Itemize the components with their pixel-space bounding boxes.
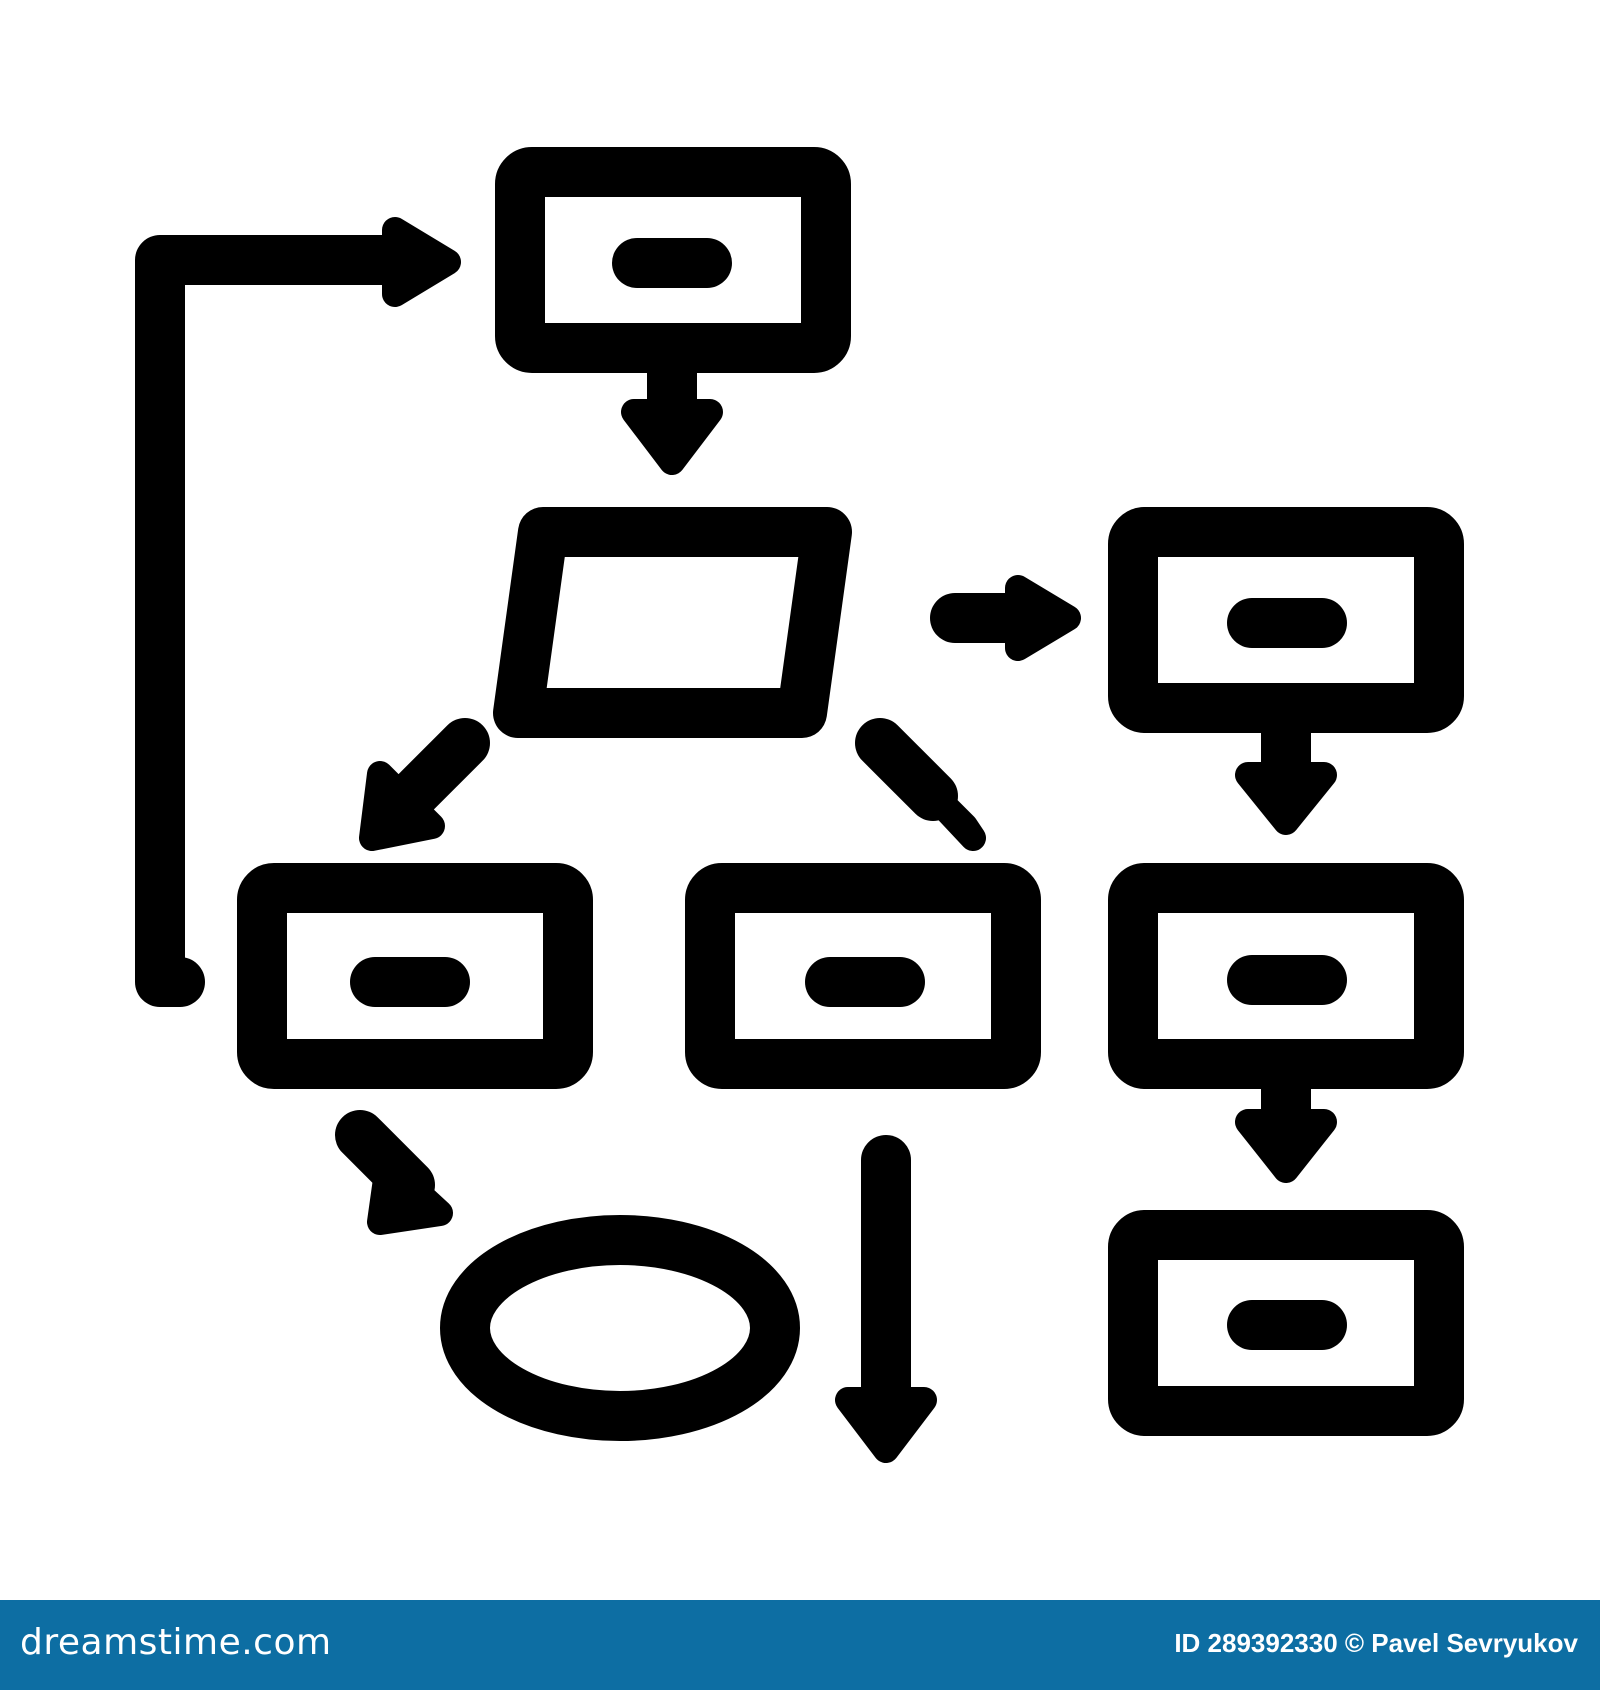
ellipse-node	[440, 1215, 800, 1441]
arrow-head-icon	[382, 217, 461, 307]
flowchart-icon	[135, 147, 1464, 1463]
process-box-top	[495, 147, 851, 373]
ellipse-icon	[440, 1215, 800, 1441]
parallelogram-icon	[493, 507, 852, 738]
arrow-head-icon	[621, 399, 723, 475]
arrow-head-icon	[1235, 762, 1337, 835]
arrow-to-middle-box	[855, 718, 986, 851]
process-box-right-1	[1108, 507, 1464, 733]
arrow-head-icon	[1005, 575, 1081, 661]
watermark-footer: dreamstime.com ID 289392330 © Pavel Sevr…	[0, 1600, 1600, 1690]
arrow-head-icon	[1235, 1109, 1337, 1183]
arrow-down-from-middle	[835, 1135, 937, 1463]
process-box-middle	[685, 863, 1041, 1089]
arrow-to-ellipse	[335, 1110, 453, 1235]
arrow-to-right-column	[930, 575, 1081, 661]
process-box-left	[237, 863, 593, 1089]
process-box-right-2	[1108, 863, 1464, 1089]
arrow-head-icon	[367, 1152, 453, 1235]
arrow-head-icon	[835, 1387, 937, 1463]
parallelogram-node	[493, 507, 852, 738]
loop-back-arrow	[135, 217, 461, 1007]
arrow-top-to-decision	[621, 323, 723, 475]
image-credit: ID 289392330 © Pavel Sevryukov	[1174, 1628, 1578, 1658]
arrow-right-2-to-3	[1235, 1039, 1337, 1183]
dreamstime-logo: dreamstime.com	[20, 1622, 332, 1663]
arrow-head-icon	[359, 761, 445, 851]
process-box-right-3	[1108, 1210, 1464, 1436]
arrow-to-left-box	[359, 718, 490, 851]
arrow-right-1-to-2	[1235, 683, 1337, 835]
arrow-head-icon	[900, 761, 986, 851]
